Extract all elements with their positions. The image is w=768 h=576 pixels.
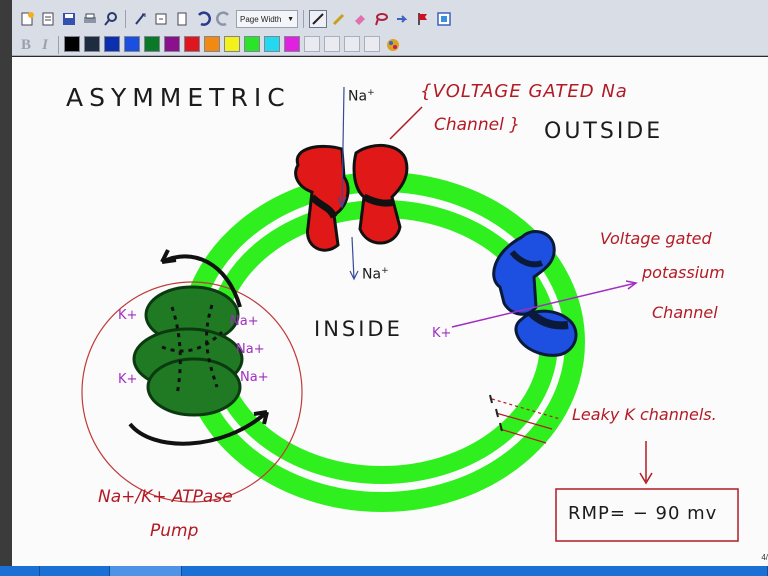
na-influx-arrow-bottom: [351, 236, 355, 280]
toolbar-row-standard: Page Width ▼: [18, 8, 453, 30]
page-number: 4/: [761, 553, 768, 562]
pen-color-swatch-empty[interactable]: [324, 36, 340, 52]
eraser-icon[interactable]: [351, 10, 369, 28]
pump-na-label-2: Na+: [236, 342, 265, 357]
pump-na-label-1: Na+: [230, 314, 259, 329]
taskbar-item-active[interactable]: [110, 566, 182, 576]
pen-color-swatch[interactable]: [64, 36, 80, 52]
pen-color-swatch-empty[interactable]: [364, 36, 380, 52]
toolbar-row-pen: B I: [18, 34, 402, 56]
na-label-pointer: [389, 106, 423, 140]
leaky-channel-arrow-2: [495, 412, 553, 430]
flag-icon[interactable]: [414, 10, 432, 28]
leaky-k-channels-label: Leaky K channels.: [572, 405, 717, 424]
lasso-icon[interactable]: [372, 10, 390, 28]
hand-icon[interactable]: [393, 10, 411, 28]
toolbar: Page Width ▼ B I: [12, 0, 768, 56]
taskbar: [0, 566, 768, 576]
k-channel-label-line3: Channel: [652, 303, 718, 322]
pump-label-line1: Na+/K+ ATPase: [98, 487, 233, 507]
insert-space-icon[interactable]: [152, 10, 170, 28]
pump-k-label-2: K+: [118, 372, 138, 387]
toolbar-separator: [303, 10, 304, 28]
na-influx-arrow-top: [341, 86, 345, 208]
select-icon[interactable]: [131, 10, 149, 28]
find-icon[interactable]: [102, 10, 120, 28]
new-page-icon[interactable]: [18, 10, 36, 28]
k-channel-label-line1: Voltage gated: [600, 229, 712, 248]
undo-icon[interactable]: [194, 10, 212, 28]
outside-label: OUTSIDE: [544, 119, 664, 144]
bold-button[interactable]: B: [20, 36, 31, 53]
pen-color-swatch[interactable]: [164, 36, 180, 52]
window-left-edge: [0, 0, 12, 576]
na-channel-label-line2: Channel }: [434, 115, 521, 135]
sodium-potassium-pump: [132, 285, 244, 417]
highlighter-icon[interactable]: [330, 10, 348, 28]
open-icon[interactable]: [39, 10, 57, 28]
zoom-select[interactable]: Page Width ▼: [236, 10, 298, 28]
pump-k-label-1: K+: [118, 308, 138, 323]
print-icon[interactable]: [81, 10, 99, 28]
taskbar-item[interactable]: [0, 566, 40, 576]
pump-arrow-top: [161, 254, 242, 308]
sodium-channel: [294, 143, 409, 252]
leaky-channel-arrow-3: [499, 428, 547, 444]
rmp-box: [555, 488, 739, 542]
whiteboard-drawing: [81, 86, 739, 542]
pen-color-swatch-empty[interactable]: [304, 36, 320, 52]
page-icon[interactable]: [173, 10, 191, 28]
rmp-value: RMP= − 90 mv: [568, 503, 718, 524]
k-efflux-arrow: [451, 282, 637, 328]
pump-label-line2: Pump: [150, 521, 199, 541]
pen-color-swatch[interactable]: [224, 36, 240, 52]
color-picker-icon[interactable]: [384, 36, 402, 54]
na-outside-label: Na+: [348, 88, 375, 105]
redo-icon[interactable]: [215, 10, 233, 28]
k-inside-label: K+: [432, 326, 452, 341]
whiteboard-canvas[interactable]: ASYMMETRIC OUTSIDE INSIDE {VOLTAGE GATED…: [12, 57, 768, 566]
pen-icon[interactable]: [309, 10, 327, 28]
pen-color-swatch[interactable]: [104, 36, 120, 52]
chevron-down-icon: ▼: [287, 15, 294, 23]
toolbar-separator: [125, 10, 126, 28]
pen-color-swatch[interactable]: [144, 36, 160, 52]
pen-color-swatch[interactable]: [264, 36, 280, 52]
na-inside-label: Na+: [362, 266, 389, 283]
pen-color-swatch[interactable]: [124, 36, 140, 52]
pen-color-swatch[interactable]: [244, 36, 260, 52]
na-channel-label-line1: {VOLTAGE GATED Na: [420, 81, 628, 102]
k-channel-label-line2: potassium: [642, 263, 725, 282]
zoom-select-value: Page Width: [240, 14, 282, 24]
pen-color-swatch[interactable]: [204, 36, 220, 52]
pen-color-swatch[interactable]: [284, 36, 300, 52]
toolbar-separator: [58, 36, 59, 54]
membrane-inner-ring: [206, 200, 558, 484]
pen-color-palette: [64, 36, 402, 54]
insert-image-icon[interactable]: [435, 10, 453, 28]
pump-na-label-3: Na+: [240, 370, 269, 385]
taskbar-item[interactable]: [40, 566, 110, 576]
italic-button[interactable]: I: [42, 36, 48, 53]
pump-arrow-bottom: [128, 410, 269, 446]
pump-highlight-circle: [81, 281, 303, 503]
asymmetric-title: ASYMMETRIC: [66, 83, 291, 112]
pen-color-swatch[interactable]: [184, 36, 200, 52]
pen-color-swatch[interactable]: [84, 36, 100, 52]
taskbar-empty: [182, 566, 768, 576]
inside-label: INSIDE: [314, 317, 403, 341]
save-icon[interactable]: [60, 10, 78, 28]
pen-color-swatch-empty[interactable]: [344, 36, 360, 52]
